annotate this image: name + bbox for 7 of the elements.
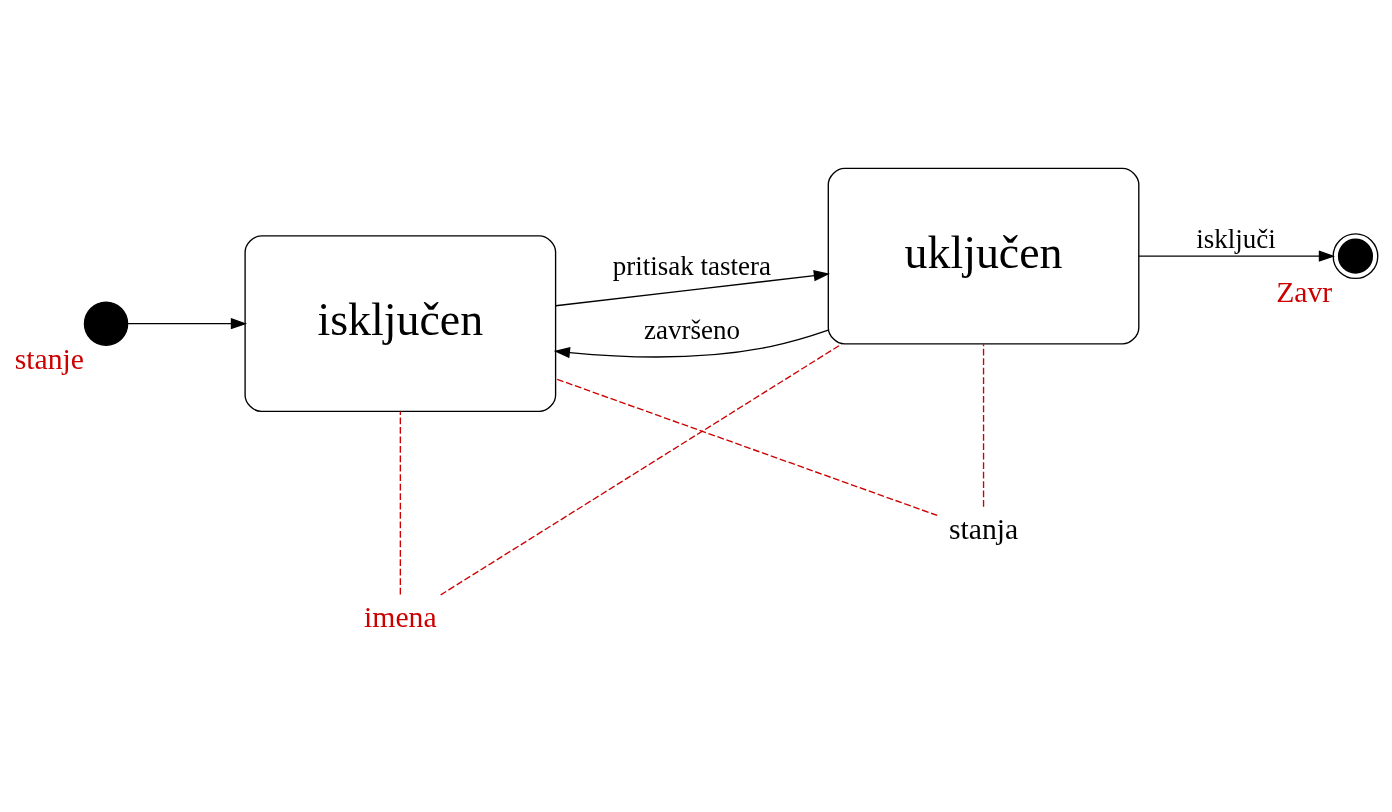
- node-text: imena: [364, 600, 437, 633]
- edge-label: pritisak tastera: [612, 251, 772, 282]
- edge-label: završeno: [643, 314, 740, 345]
- edge-label: isključi: [1196, 224, 1276, 255]
- node-label: Zavr: [1276, 276, 1333, 309]
- node-label: stanje: [14, 343, 84, 376]
- node-text: stanja: [948, 513, 1019, 546]
